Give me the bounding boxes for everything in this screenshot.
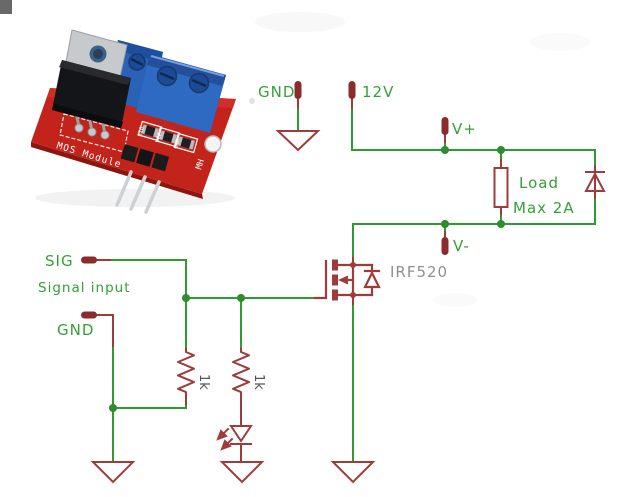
- pcb-pin-label-vcc: VCC: [155, 132, 163, 143]
- r2-value-label: 1k: [251, 374, 266, 390]
- mounting-hole: [204, 135, 222, 153]
- sig-pin: [81, 256, 97, 264]
- module-photo: SIG VCC GND: [31, 29, 236, 214]
- pcb-pin-label-gnd: GND: [173, 138, 181, 149]
- gnd-signal-label: GND: [57, 321, 94, 339]
- resistor-r1: [177, 348, 195, 405]
- ground-symbol: [330, 461, 376, 484]
- solder-pad: [100, 130, 110, 140]
- resistor-r2: [232, 348, 250, 427]
- corner-smudge: [0, 0, 12, 14]
- smd-resistor: [155, 126, 181, 148]
- v-minus-pin: [441, 237, 449, 255]
- pcb-marking-label: MH: [194, 158, 207, 171]
- smudge: [249, 98, 255, 104]
- pcb-edge: [31, 142, 203, 199]
- junction-dot: [237, 294, 245, 302]
- sig-label: SIG: [45, 252, 74, 270]
- header-pin: [144, 180, 161, 214]
- schematic-drawing: GND 12V V+ V- Load Max 2A SIG Signal inp…: [38, 81, 606, 484]
- schematic-labels: GND 12V V+ V- Load Max 2A SIG Signal inp…: [38, 83, 575, 339]
- junction-dot: [441, 220, 449, 228]
- header-pins: [115, 144, 170, 214]
- lead: [96, 314, 114, 347]
- supply-12v-label: 12V: [362, 83, 394, 101]
- source-node-dot: [350, 292, 356, 298]
- smudge: [433, 293, 477, 307]
- header-pin: [129, 175, 147, 211]
- mosfet-channel-bars: [332, 259, 356, 301]
- led-emission-arrows: [216, 427, 234, 451]
- terminal-block-right: [136, 54, 226, 133]
- load-label: Load: [519, 174, 559, 192]
- drain-node-dot: [350, 262, 356, 268]
- r1-value-label: 1k: [196, 374, 211, 390]
- background-artifacts: [0, 0, 590, 307]
- v-minus-label: V-: [453, 237, 470, 255]
- smudge: [530, 33, 590, 51]
- mosfet-body-diode: [363, 270, 381, 289]
- load-symbol: [493, 159, 509, 215]
- junction-dot: [109, 404, 117, 412]
- pcb-pin-label-sig: SIG: [137, 126, 145, 137]
- ground-symbol: [219, 461, 265, 484]
- power-pins: [81, 81, 449, 319]
- gnd-top-label: GND: [258, 83, 295, 101]
- junction-dot: [497, 220, 505, 228]
- solder-pad: [87, 127, 97, 137]
- load-rating-label: Max 2A: [513, 199, 575, 217]
- smd-resistor: [137, 120, 163, 142]
- solder-pad: [74, 123, 84, 133]
- header-pin: [115, 170, 133, 207]
- junction-dot: [441, 146, 449, 154]
- gnd-top-pin: [294, 81, 302, 99]
- wire: [351, 103, 596, 151]
- led-symbol: [216, 425, 253, 463]
- wire: [352, 195, 596, 260]
- v-plus-pin: [441, 117, 449, 135]
- wire: [107, 259, 316, 299]
- mosfet-body-arrow: [338, 275, 348, 285]
- gnd-signal-pin: [81, 311, 97, 319]
- smd-resistor: [173, 132, 199, 154]
- smd-resistors: [137, 120, 199, 154]
- mosfet-gate: [313, 259, 328, 300]
- v-plus-label: V+: [452, 120, 477, 138]
- mosfet-symbol: [313, 259, 381, 301]
- smudge: [255, 12, 345, 32]
- ground-symbol: [275, 130, 321, 152]
- flyback-diode: [584, 165, 606, 199]
- signal-input-label: Signal input: [38, 280, 131, 296]
- to220-transistor: [52, 29, 131, 128]
- junction-dots: [109, 146, 505, 412]
- junction-dot: [497, 146, 505, 154]
- supply-12v-pin: [348, 81, 356, 99]
- ground-symbol: [90, 461, 136, 484]
- component-leads: [96, 97, 446, 347]
- junction-dot: [182, 294, 190, 302]
- mosfet-part-label: IRF520: [390, 263, 448, 281]
- wire: [112, 402, 187, 409]
